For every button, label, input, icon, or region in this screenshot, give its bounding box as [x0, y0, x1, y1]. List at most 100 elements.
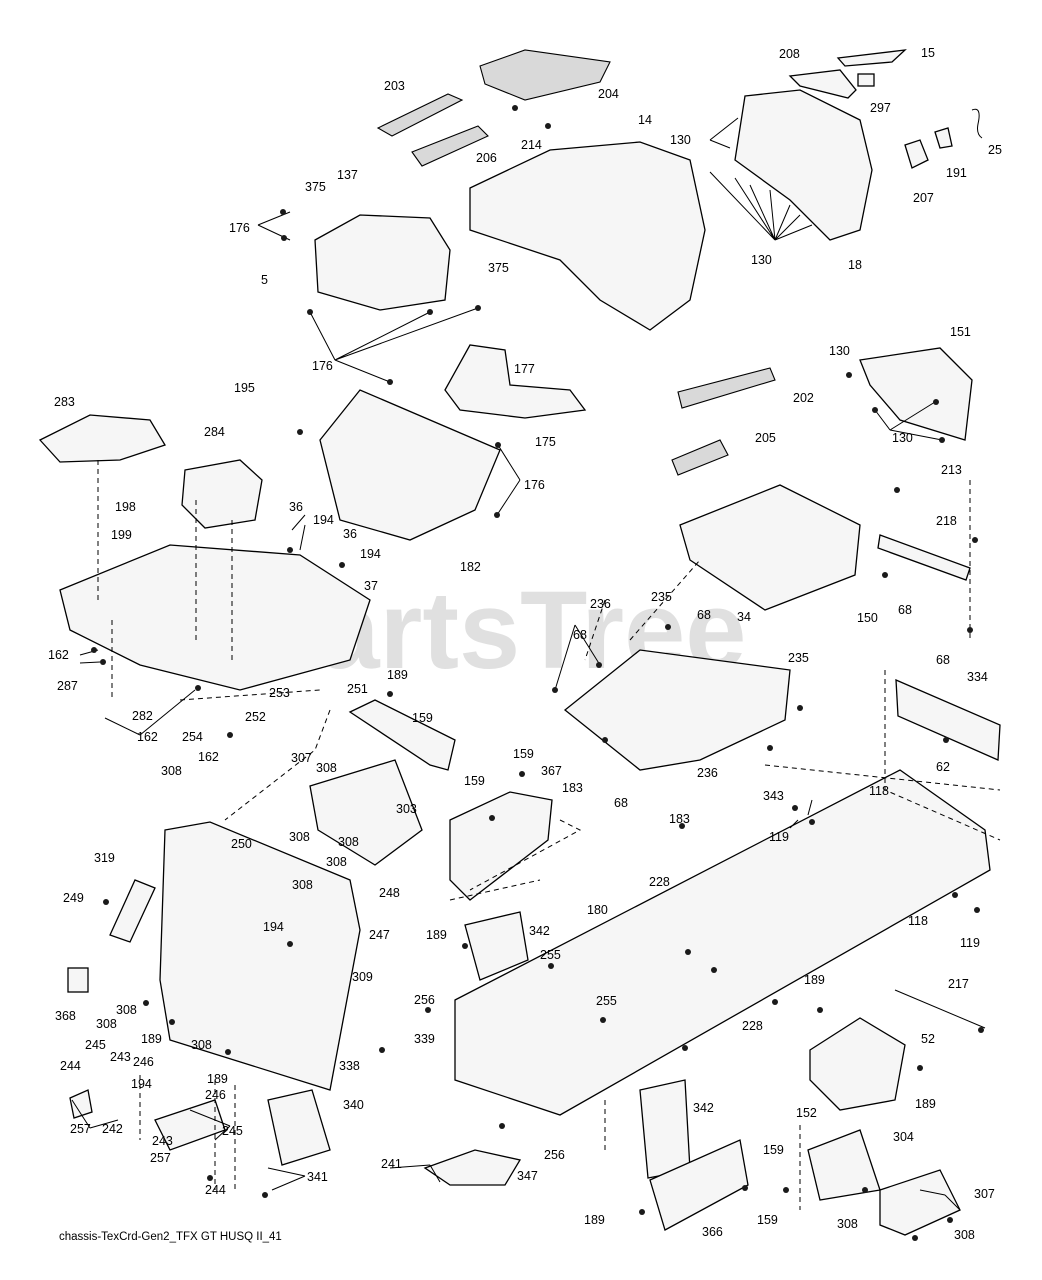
- callout-label: 251: [347, 682, 368, 696]
- part-202-shape: [677, 367, 776, 409]
- callout-label: 18: [848, 258, 862, 272]
- callout-label: 118: [869, 784, 889, 798]
- callout-label: 247: [369, 928, 390, 942]
- callout-label: 68: [898, 603, 912, 617]
- callout-label: 159: [757, 1213, 778, 1227]
- part-grille-shape: [734, 89, 873, 241]
- callout-label: 248: [379, 886, 400, 900]
- callout-label: 297: [870, 101, 891, 115]
- callout-label: 5: [261, 273, 268, 287]
- callout-label: 308: [338, 835, 359, 849]
- callout-label: 207: [913, 191, 934, 205]
- part-175-shape: [444, 344, 587, 419]
- callout-label: 194: [313, 513, 334, 527]
- part-25-shape: [971, 108, 983, 139]
- callout-label: 235: [788, 651, 809, 665]
- callout-label: 68: [936, 653, 950, 667]
- callout-label: 253: [269, 686, 290, 700]
- callout-label: 255: [596, 994, 617, 1008]
- callout-label: 343: [763, 789, 784, 803]
- callout-label: 246: [205, 1088, 226, 1102]
- callout-label: 130: [892, 431, 913, 445]
- part-284-shape: [181, 459, 263, 529]
- callout-label: 217: [948, 977, 969, 991]
- callout-label: 182: [460, 560, 481, 574]
- callout-label: 189: [387, 668, 408, 682]
- callout-label: 159: [513, 747, 534, 761]
- callout-label: 189: [915, 1097, 936, 1111]
- leader-lines: [71, 117, 961, 1211]
- callout-label: 366: [702, 1225, 723, 1239]
- part-208-shape: [788, 69, 857, 99]
- callout-label: 245: [85, 1038, 106, 1052]
- callout-label: 308: [161, 764, 182, 778]
- part-283-shape: [38, 414, 166, 463]
- part-207-shape: [904, 139, 929, 169]
- callout-label: 368: [55, 1009, 76, 1023]
- callout-label: 245: [222, 1124, 243, 1138]
- callout-label: 256: [414, 993, 435, 1007]
- callout-label: 334: [967, 670, 988, 684]
- callout-label: 204: [598, 87, 619, 101]
- callout-label: 244: [205, 1183, 226, 1197]
- callout-label: 159: [412, 711, 433, 725]
- callout-label: 150: [857, 611, 878, 625]
- callout-label: 309: [352, 970, 373, 984]
- part-151-shape: [859, 347, 973, 441]
- part-191-shape: [934, 127, 953, 149]
- callout-label: 341: [307, 1170, 328, 1184]
- assembly-lines: [97, 460, 1001, 1210]
- callout-label: 228: [649, 875, 670, 889]
- callout-label: 36: [289, 500, 303, 514]
- callout-label: 130: [751, 253, 772, 267]
- callout-label: 118: [908, 914, 928, 928]
- callout-label: 308: [191, 1038, 212, 1052]
- callout-label: 183: [669, 812, 690, 826]
- callout-label: 303: [396, 802, 417, 816]
- part-340-shape: [267, 1089, 331, 1166]
- callout-label: 208: [779, 47, 800, 61]
- part-366-shape: [649, 1139, 749, 1231]
- callout-label: 175: [535, 435, 556, 449]
- part-367-shape: [449, 791, 553, 901]
- callout-label: 236: [590, 597, 611, 611]
- part-309-shape: [159, 821, 361, 1091]
- callout-label: 304: [893, 1130, 914, 1144]
- callout-label: 194: [263, 920, 284, 934]
- callout-label: 151: [950, 325, 971, 339]
- callout-label: 189: [804, 973, 825, 987]
- callout-label: 308: [837, 1217, 858, 1231]
- part-251-shape: [348, 699, 456, 771]
- part-257-shape: [69, 1089, 93, 1119]
- callout-label: 15: [921, 46, 935, 60]
- part-297-shape: [857, 73, 875, 87]
- callout-label: 218: [936, 514, 957, 528]
- part-152-shape: [809, 1017, 906, 1111]
- callout-label: 246: [133, 1055, 154, 1069]
- callout-label: 213: [941, 463, 962, 477]
- callout-label: 36: [343, 527, 357, 541]
- part-150-shape: [679, 484, 861, 611]
- callout-label: 119: [769, 830, 789, 844]
- part-34-shape: [563, 649, 791, 771]
- callout-label: 189: [426, 928, 447, 942]
- callout-label: 137: [337, 168, 358, 182]
- callout-label: 189: [584, 1213, 605, 1227]
- callout-label: 130: [829, 344, 850, 358]
- callout-label: 250: [231, 837, 252, 851]
- callout-label: 244: [60, 1059, 81, 1073]
- callout-label: 206: [476, 151, 497, 165]
- part-14-shape: [469, 141, 706, 331]
- callout-label: 256: [544, 1148, 565, 1162]
- callout-label: 159: [464, 774, 485, 788]
- callout-label: 308: [954, 1228, 975, 1242]
- callout-label: 308: [326, 855, 347, 869]
- callout-label: 308: [96, 1017, 117, 1031]
- part-drawings: [38, 49, 1001, 1236]
- callout-label: 176: [524, 478, 545, 492]
- callout-label: 34: [737, 610, 751, 624]
- part-303-shape: [309, 759, 423, 866]
- callout-label: 282: [132, 709, 153, 723]
- callout-label: 37: [364, 579, 378, 593]
